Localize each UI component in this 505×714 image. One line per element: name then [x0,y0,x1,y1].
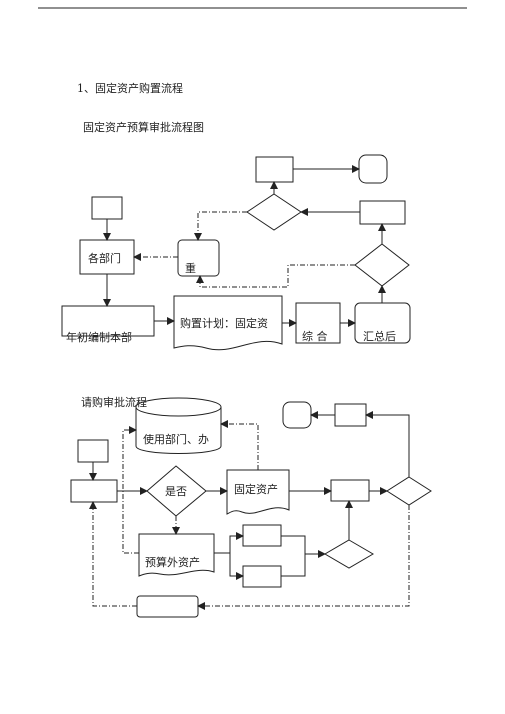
label-annual: 年初编制本部 [66,330,132,344]
mid-box-2 [330,479,370,502]
terminal-top [358,154,388,184]
outside-document [138,533,215,577]
label-users: 使用部门、办 [143,432,209,446]
plan-document [173,295,283,351]
dash-diamond2-redo [196,264,355,288]
top-box-2 [334,403,367,427]
small-box-b [242,565,282,588]
dash-bottom-left [89,501,137,607]
decision-diamond-lower [354,243,410,287]
top-box [255,156,294,183]
dash-fixed-users [220,420,259,470]
label-outside: 预算外资产 [145,555,200,569]
fixed-document [226,469,290,515]
dash-outside-users [122,426,139,554]
arrow-outside-box-a [214,532,244,554]
left-box-2 [70,479,118,503]
upper-right-box [359,200,406,225]
lower-diamond-2 [324,539,374,569]
users-cylinder [135,407,222,454]
label-summary: 综 合 [302,329,328,343]
label-dept: 各部门 [88,251,121,265]
label-fixed: 固定资产 [234,482,278,496]
label-plan: 购置计划：固定资 [180,316,268,330]
section2-title: 请购审批流程 [81,396,147,409]
page-heading: 1、固定资产购置流程 [77,82,183,95]
right-diamond-2 [386,476,432,506]
dash-right-bottom [197,505,410,610]
start-box [91,196,123,220]
decision-diamond-upper [246,193,302,231]
label-redo: 重 [185,261,196,275]
arrow-diamond-top2 [365,411,410,477]
bottom-box-2 [136,595,199,618]
arrow-outside-box-b [229,553,244,580]
users-cylinder-top [135,397,222,417]
label-yesno: 是否 [165,485,187,498]
dash-diamond-redo [194,211,247,241]
section1-title: 固定资产预算审批流程图 [83,121,204,134]
terminal-2 [282,401,312,429]
small-box-a [242,524,282,547]
label-collect: 汇总后 [363,329,396,343]
line-box-a-merge [281,535,306,577]
start-box-2 [77,439,109,463]
